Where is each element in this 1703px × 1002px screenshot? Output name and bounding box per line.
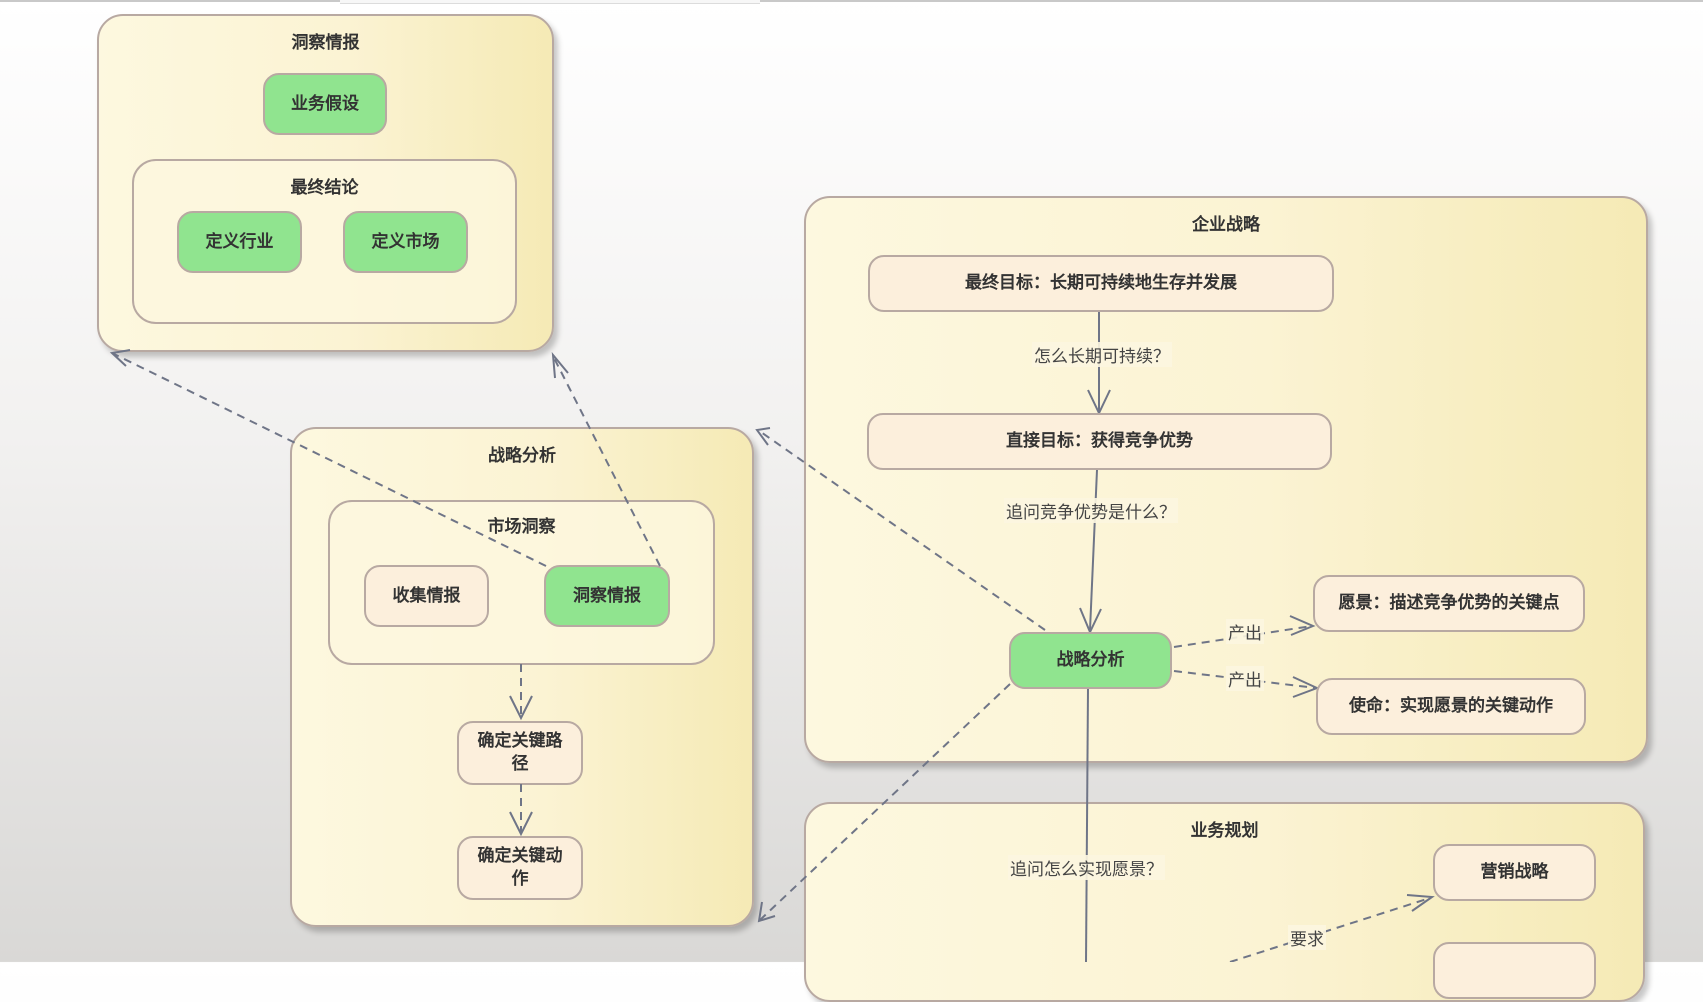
package-title: 业务规划 [1190, 821, 1259, 841]
package-final-conclusion[interactable]: 最终结论 定义行业 定义市场 [132, 159, 517, 324]
node-vision[interactable]: 愿景：描述竞争优势的关键点 [1313, 575, 1585, 632]
node-direct-goal[interactable]: 直接目标：获得竞争优势 [867, 413, 1332, 470]
edge-label-require: 要求 [1288, 925, 1326, 950]
node-define-industry[interactable]: 定义行业 [177, 211, 302, 273]
package-title: 企业战略 [1192, 215, 1260, 235]
arrowhead [757, 901, 776, 923]
node-marketing-strategy[interactable]: 营销战略 [1433, 844, 1596, 901]
node-business-hypothesis[interactable]: 业务假设 [263, 73, 387, 135]
edge-label-sustainable: 怎么长期可持续？ [1032, 342, 1172, 367]
node-partial-bottom[interactable] [1433, 942, 1596, 999]
arrowhead [551, 351, 569, 379]
node-key-path[interactable]: 确定关键路径 [457, 721, 583, 785]
package-insight-intelligence[interactable]: 洞察情报 业务假设 最终结论 定义行业 定义市场 [97, 14, 554, 352]
package-market-insight[interactable]: 市场洞察 收集情报 洞察情报 [328, 500, 715, 665]
arrowhead [755, 427, 771, 446]
node-mission[interactable]: 使命：实现愿景的关键动作 [1316, 678, 1586, 735]
package-title: 洞察情报 [291, 33, 360, 53]
package-title: 最终结论 [290, 178, 359, 198]
edge-label-output-mission: 产出 [1226, 666, 1264, 691]
package-strategy-analysis[interactable]: 战略分析 市场洞察 收集情报 洞察情报 确定关键路径 确定关键动作 [290, 427, 754, 927]
node-collect-intelligence[interactable]: 收集情报 [364, 565, 489, 627]
window-top-edge [0, 0, 1703, 2]
edge-label-output-vision: 产出 [1226, 619, 1264, 644]
edge-label-competitive-advantage: 追问竞争优势是什么？ [1004, 498, 1178, 523]
package-title: 市场洞察 [487, 517, 556, 537]
node-key-action[interactable]: 确定关键动作 [457, 836, 583, 900]
arrowhead [109, 349, 131, 367]
node-define-market[interactable]: 定义市场 [343, 211, 468, 273]
node-insight-intelligence[interactable]: 洞察情报 [544, 565, 670, 627]
node-ultimate-goal[interactable]: 最终目标：长期可持续地生存并发展 [868, 255, 1334, 312]
node-strategy-analysis[interactable]: 战略分析 [1009, 632, 1172, 689]
window-tab-strip [340, 0, 760, 4]
edge-label-realize-vision: 追问怎么实现愿景？ [1008, 855, 1165, 880]
package-title: 战略分析 [488, 446, 556, 466]
